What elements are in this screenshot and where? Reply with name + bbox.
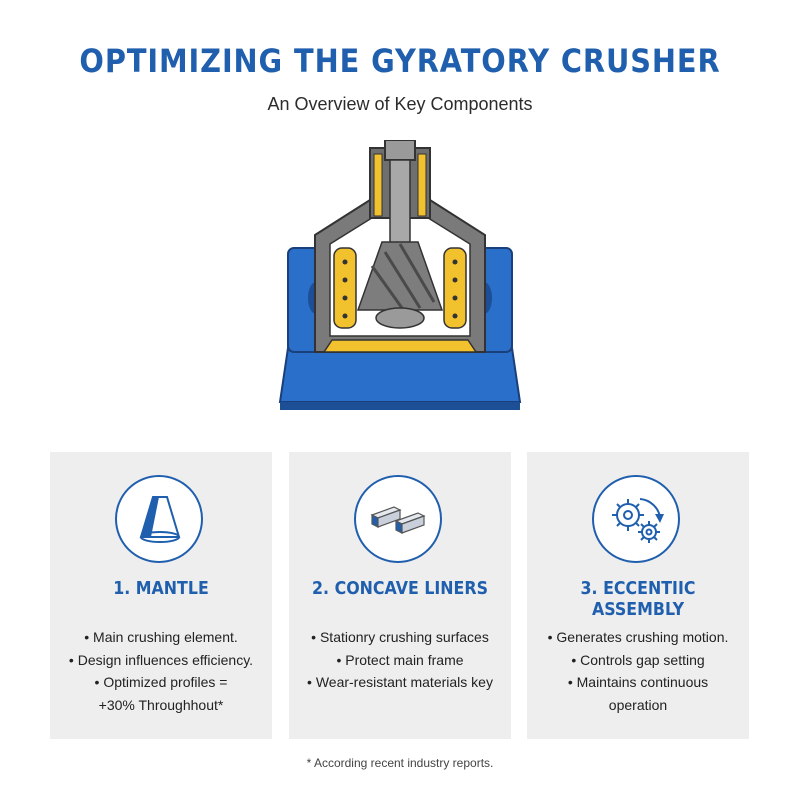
crusher-base <box>278 347 522 403</box>
card-mantle: 1. MANTLE • Main crushing element. • Des… <box>50 452 272 739</box>
page-title: OPTIMIZING THE GYRATORY CRUSHER <box>79 42 721 80</box>
bullet-item: • Stationry crushing surfaces <box>311 629 489 645</box>
card-title: 2. CONCAVE LINERS <box>312 578 488 599</box>
bullet-item: • Optimized profiles = <box>94 674 228 690</box>
gyratory-crusher-illustration <box>270 139 530 420</box>
card-title: 1. MANTLE <box>113 578 209 599</box>
card-bullets: • Generates crushing motion. • Controls … <box>531 626 745 716</box>
card-bullets: • Stationry crushing surfaces • Protect … <box>293 626 507 694</box>
card-bullets: • Main crushing element. • Design influe… <box>54 626 268 716</box>
main-shaft <box>389 159 411 251</box>
bullet-item: • Controls gap setting <box>571 651 705 668</box>
bullet-item: +30% Throughhout* <box>98 696 224 713</box>
bullet-item: • Main crushing element. <box>84 629 238 645</box>
bottom-liner <box>322 339 478 353</box>
card-eccentric-assembly: 3. ECCENTIIC ASSEMBLY • Generates crushi… <box>527 452 749 739</box>
cone-icon <box>115 475 203 563</box>
page-subtitle: An Overview of Key Components <box>267 94 533 114</box>
bullet-item: • Maintains continuous <box>567 674 709 690</box>
gears-icon <box>592 475 680 563</box>
footnote: * According recent industry reports. <box>306 756 494 770</box>
liner-blocks-icon <box>354 475 442 563</box>
card-title: 3. ECCENTIIC ASSEMBLY <box>580 578 696 620</box>
bullet-item: operation <box>608 696 668 713</box>
bullet-item: • Generates crushing motion. <box>547 629 729 645</box>
bullet-item: • Design influences efficiency. <box>68 651 254 668</box>
bullet-item: • Wear-resistant materials key <box>307 674 493 690</box>
right-concave-liner <box>443 247 467 329</box>
card-concave-liners: 2. CONCAVE LINERS • Stationry crushing s… <box>289 452 511 739</box>
left-concave-liner <box>333 247 357 329</box>
bullet-item: • Protect main frame <box>336 651 464 668</box>
